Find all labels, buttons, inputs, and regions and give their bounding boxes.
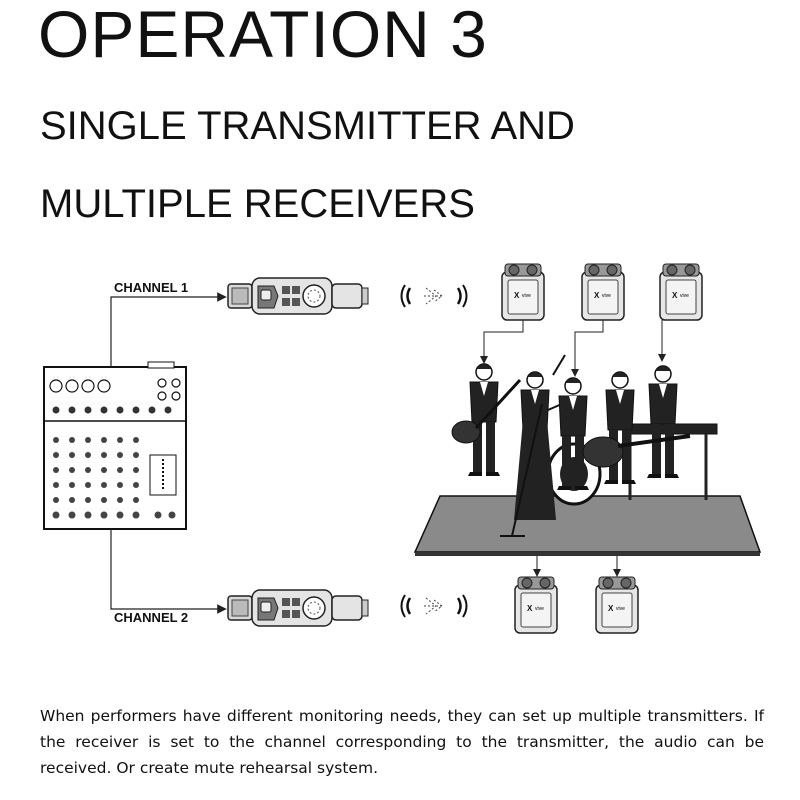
band-stage-icon	[413, 354, 762, 556]
mixer-icon	[43, 361, 187, 530]
description-text: When performers have different monitorin…	[40, 707, 764, 777]
page-subtitle-line-2: MULTIPLE RECEIVERS	[40, 182, 475, 226]
wireless-signal-icon	[400, 283, 468, 309]
transmitter-icon	[227, 277, 369, 315]
wireless-signal-icon	[400, 593, 468, 619]
page-title: OPERATION 3	[38, 0, 488, 71]
receiver-icon	[659, 263, 703, 321]
channel-2-label: CHANNEL 2	[114, 610, 188, 625]
receiver-icon	[514, 576, 558, 634]
connection-diagram: X vive	[43, 263, 762, 634]
channel-1-label: CHANNEL 1	[114, 280, 188, 295]
receiver-icon	[581, 263, 625, 321]
receiver-icon	[501, 263, 545, 321]
page-subtitle-line-1: SINGLE TRANSMITTER AND	[40, 104, 575, 148]
transmitter-icon	[227, 589, 369, 627]
receiver-icon	[595, 576, 639, 634]
